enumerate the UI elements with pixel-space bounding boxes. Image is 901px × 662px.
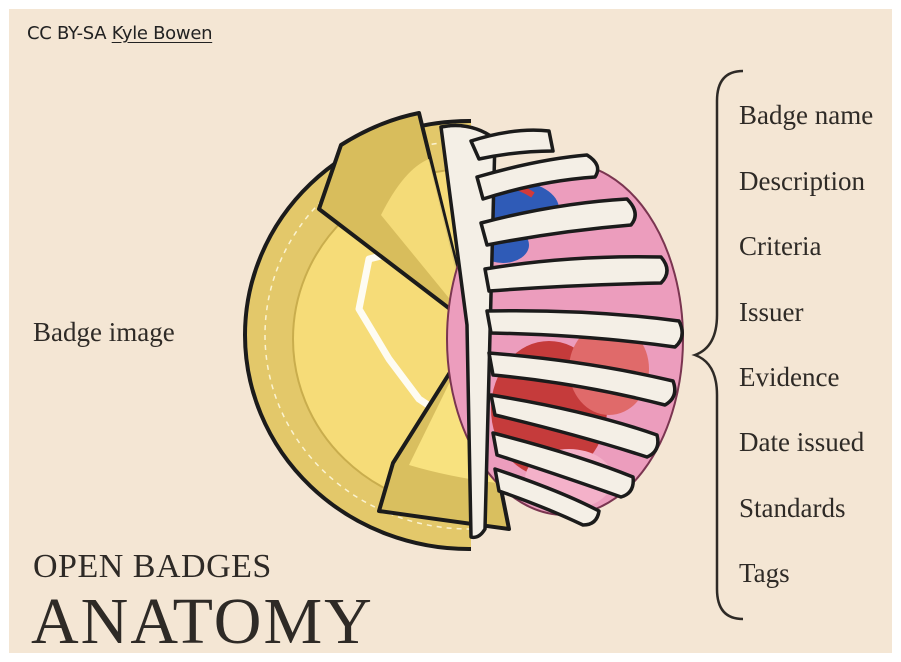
badge-anatomy-illustration: Badge image bbox=[9, 9, 892, 653]
component-date-issued: Date issued bbox=[739, 427, 865, 457]
component-issuer: Issuer bbox=[739, 297, 803, 327]
component-standards: Standards bbox=[739, 493, 845, 523]
figure-frame: CC BY-SA Kyle Bowen Badge image bbox=[9, 9, 892, 653]
title-line-2: ANATOMY bbox=[31, 585, 374, 653]
component-description: Description bbox=[739, 166, 865, 196]
component-badge-name: Badge name bbox=[739, 100, 873, 130]
component-list: Badge name Description Criteria Issuer E… bbox=[739, 100, 873, 588]
title-line-1: OPEN BADGES bbox=[33, 548, 272, 585]
component-tags: Tags bbox=[739, 558, 790, 588]
component-evidence: Evidence bbox=[739, 362, 839, 392]
badge-image-label: Badge image bbox=[33, 317, 175, 347]
component-criteria: Criteria bbox=[739, 231, 821, 261]
brace-bracket bbox=[695, 71, 743, 619]
